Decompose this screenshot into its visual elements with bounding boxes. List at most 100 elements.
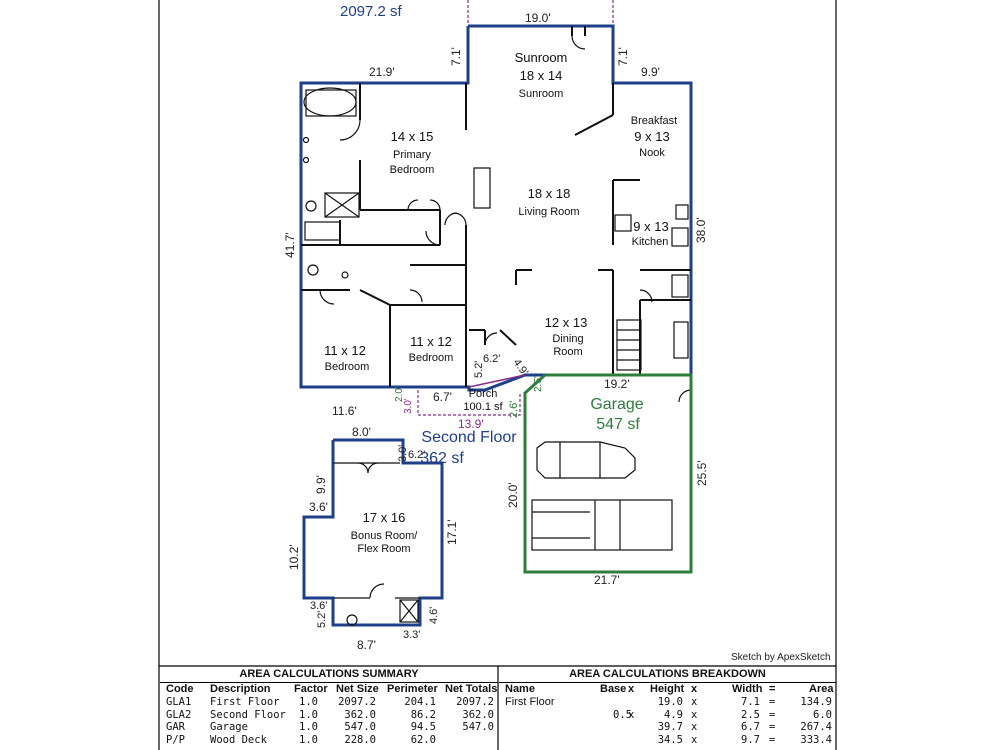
breakdown-cell: x xyxy=(691,696,698,708)
bed3-size: 11 x 12 xyxy=(410,334,452,349)
breakdown-header-x1: x xyxy=(628,683,635,695)
living-size: 18 x 18 xyxy=(528,186,571,201)
living-label: Living Room xyxy=(518,206,579,218)
breakdown-cell: = xyxy=(769,721,776,733)
summary-cell: GAR xyxy=(166,721,185,733)
summary-header-code: Code xyxy=(166,683,194,695)
summary-header-net-totals: Net Totals xyxy=(445,683,498,695)
garage-area: 547 sf xyxy=(596,416,640,433)
summary-cell: 228.0 xyxy=(344,733,376,746)
dimension-labels: 19.0' 7.1' 7.1' 21.9' 9.9' 41.7' 38.0' 1… xyxy=(283,11,709,652)
car-icon xyxy=(536,441,636,479)
sink-icon-2 xyxy=(302,136,310,144)
summary-header-net-size: Net Size xyxy=(336,683,379,695)
table-row: First Floor 19.0 x 7.1 = 134.9 xyxy=(499,696,836,709)
summary-cell: 62.0 xyxy=(410,733,436,746)
bonus-label: Bonus Room/ xyxy=(351,530,419,542)
dim-garage-corner: 2.5' xyxy=(533,376,544,392)
dim-bath-right: 4.6' xyxy=(428,607,440,624)
dim-bath-left-a: 3.6' xyxy=(310,600,327,612)
sink-icon xyxy=(341,271,349,279)
dining-size: 12 x 13 xyxy=(545,315,588,330)
breakdown-cell: 2.5 xyxy=(741,708,760,721)
fridge-icon xyxy=(671,274,689,298)
porch-label: Porch xyxy=(469,388,498,400)
sketch-credit: Sketch by ApexSketch xyxy=(731,652,831,663)
dim-nook-top: 9.9' xyxy=(641,65,660,79)
breakdown-cell: 9.7 xyxy=(741,733,760,746)
dim-bath-bottom-small: 3.3' xyxy=(403,629,420,641)
dim-garage-bottom: 21.7' xyxy=(594,573,620,587)
summary-cell: 1.0 xyxy=(299,708,318,721)
bed2-size: 11 x 12 xyxy=(324,343,366,358)
primary-size: 14 x 15 xyxy=(391,129,434,144)
table-row: P/P Wood Deck 1.0 228.0 62.0 xyxy=(160,734,498,747)
summary-cell: 86.2 xyxy=(410,708,436,721)
area-breakdown-table: AREA CALCULATIONS BREAKDOWN Name Base x … xyxy=(499,667,836,750)
shower-icon xyxy=(324,192,360,218)
fixtures xyxy=(302,87,689,371)
dim-bonus-right: 17.1' xyxy=(445,519,459,545)
stairs-icon xyxy=(616,319,642,371)
kitchen-label: Kitchen xyxy=(632,236,669,248)
bed2-label: Bedroom xyxy=(325,361,370,373)
summary-cell: 1.0 xyxy=(299,733,318,746)
dim-left-side: 41.7' xyxy=(283,232,297,258)
dim-bath-left-b: 5.2' xyxy=(316,611,328,628)
breakdown-header-base: Base xyxy=(600,683,627,695)
dim-sunroom-right: 7.1' xyxy=(616,47,630,66)
fireplace-icon xyxy=(473,167,491,209)
summary-header-perimeter: Perimeter xyxy=(387,683,438,695)
bed3-label: Bedroom xyxy=(409,352,454,364)
kitchen-sink-icon xyxy=(671,227,689,247)
breakdown-cell: x xyxy=(691,721,698,733)
breakdown-cell: = xyxy=(769,733,776,746)
toilet-icon xyxy=(305,200,317,212)
breakdown-cell: 0.5 xyxy=(613,708,632,721)
breakdown-header-height: Height xyxy=(650,683,685,695)
summary-cell: First Floor xyxy=(210,696,280,708)
summary-cell: 2097.2 xyxy=(456,696,494,708)
breakdown-cell: 6.0 xyxy=(813,708,832,721)
cars xyxy=(531,441,673,551)
dim-porch-base: 13.9' xyxy=(458,417,484,431)
table-row: GLA1 First Floor 1.0 2097.2 204.1 2097.2 xyxy=(160,696,498,709)
summary-cell: Garage xyxy=(210,721,248,733)
table-row: 34.5 x 9.7 = 333.4 xyxy=(499,734,836,747)
nook-label: Breakfast xyxy=(631,115,677,127)
summary-cell: 2097.2 xyxy=(338,696,376,708)
toilet-icon-2 xyxy=(307,264,319,276)
first-floor-total: 2097.2 sf xyxy=(340,3,403,20)
breakdown-cell: = xyxy=(769,696,776,708)
summary-cell: GLA2 xyxy=(166,708,192,721)
area-summary-table: AREA CALCULATIONS SUMMARY Code Descripti… xyxy=(160,667,498,750)
breakdown-cell: First Floor xyxy=(505,696,555,708)
dim-bonus-left-step: 3.6' xyxy=(309,500,328,514)
sunroom-sub: Sunroom xyxy=(519,88,564,100)
breakdown-cell: 7.1 xyxy=(741,696,760,708)
breakdown-cell: 6.7 xyxy=(741,721,760,733)
summary-cell: 1.0 xyxy=(299,696,318,708)
dim-bottom-left: 11.6' xyxy=(332,404,357,418)
dining-label: Dining xyxy=(552,333,583,345)
table-row: 39.7 x 6.7 = 267.4 xyxy=(499,721,836,734)
room-labels: Sunroom 18 x 14 Sunroom Breakfast 9 x 13… xyxy=(324,50,677,555)
dim-bath-bottom: 8.7' xyxy=(357,638,376,652)
dim-step-a: 2.0' xyxy=(394,386,405,402)
porch-link-line xyxy=(468,374,526,388)
garage-outline xyxy=(523,373,693,574)
interior-walls xyxy=(301,26,691,387)
breakdown-cell: 19.0 xyxy=(657,696,683,708)
bonus-size: 17 x 16 xyxy=(363,510,406,525)
door-swings xyxy=(319,35,692,403)
breakdown-title: AREA CALCULATIONS BREAKDOWN xyxy=(499,667,836,683)
garage-label: Garage xyxy=(590,396,643,413)
bathtub-icon xyxy=(303,87,357,117)
second-floor-label: Second Floor xyxy=(421,429,517,446)
dim-bonus-notch-v: 3.0' xyxy=(397,445,409,462)
breakdown-cell: x xyxy=(691,708,698,721)
summary-header-factor: Factor xyxy=(294,683,328,695)
summary-cell: GLA1 xyxy=(166,696,192,708)
dim-right-side: 38.0' xyxy=(694,217,708,243)
bonus-sub: Flex Room xyxy=(357,543,410,555)
